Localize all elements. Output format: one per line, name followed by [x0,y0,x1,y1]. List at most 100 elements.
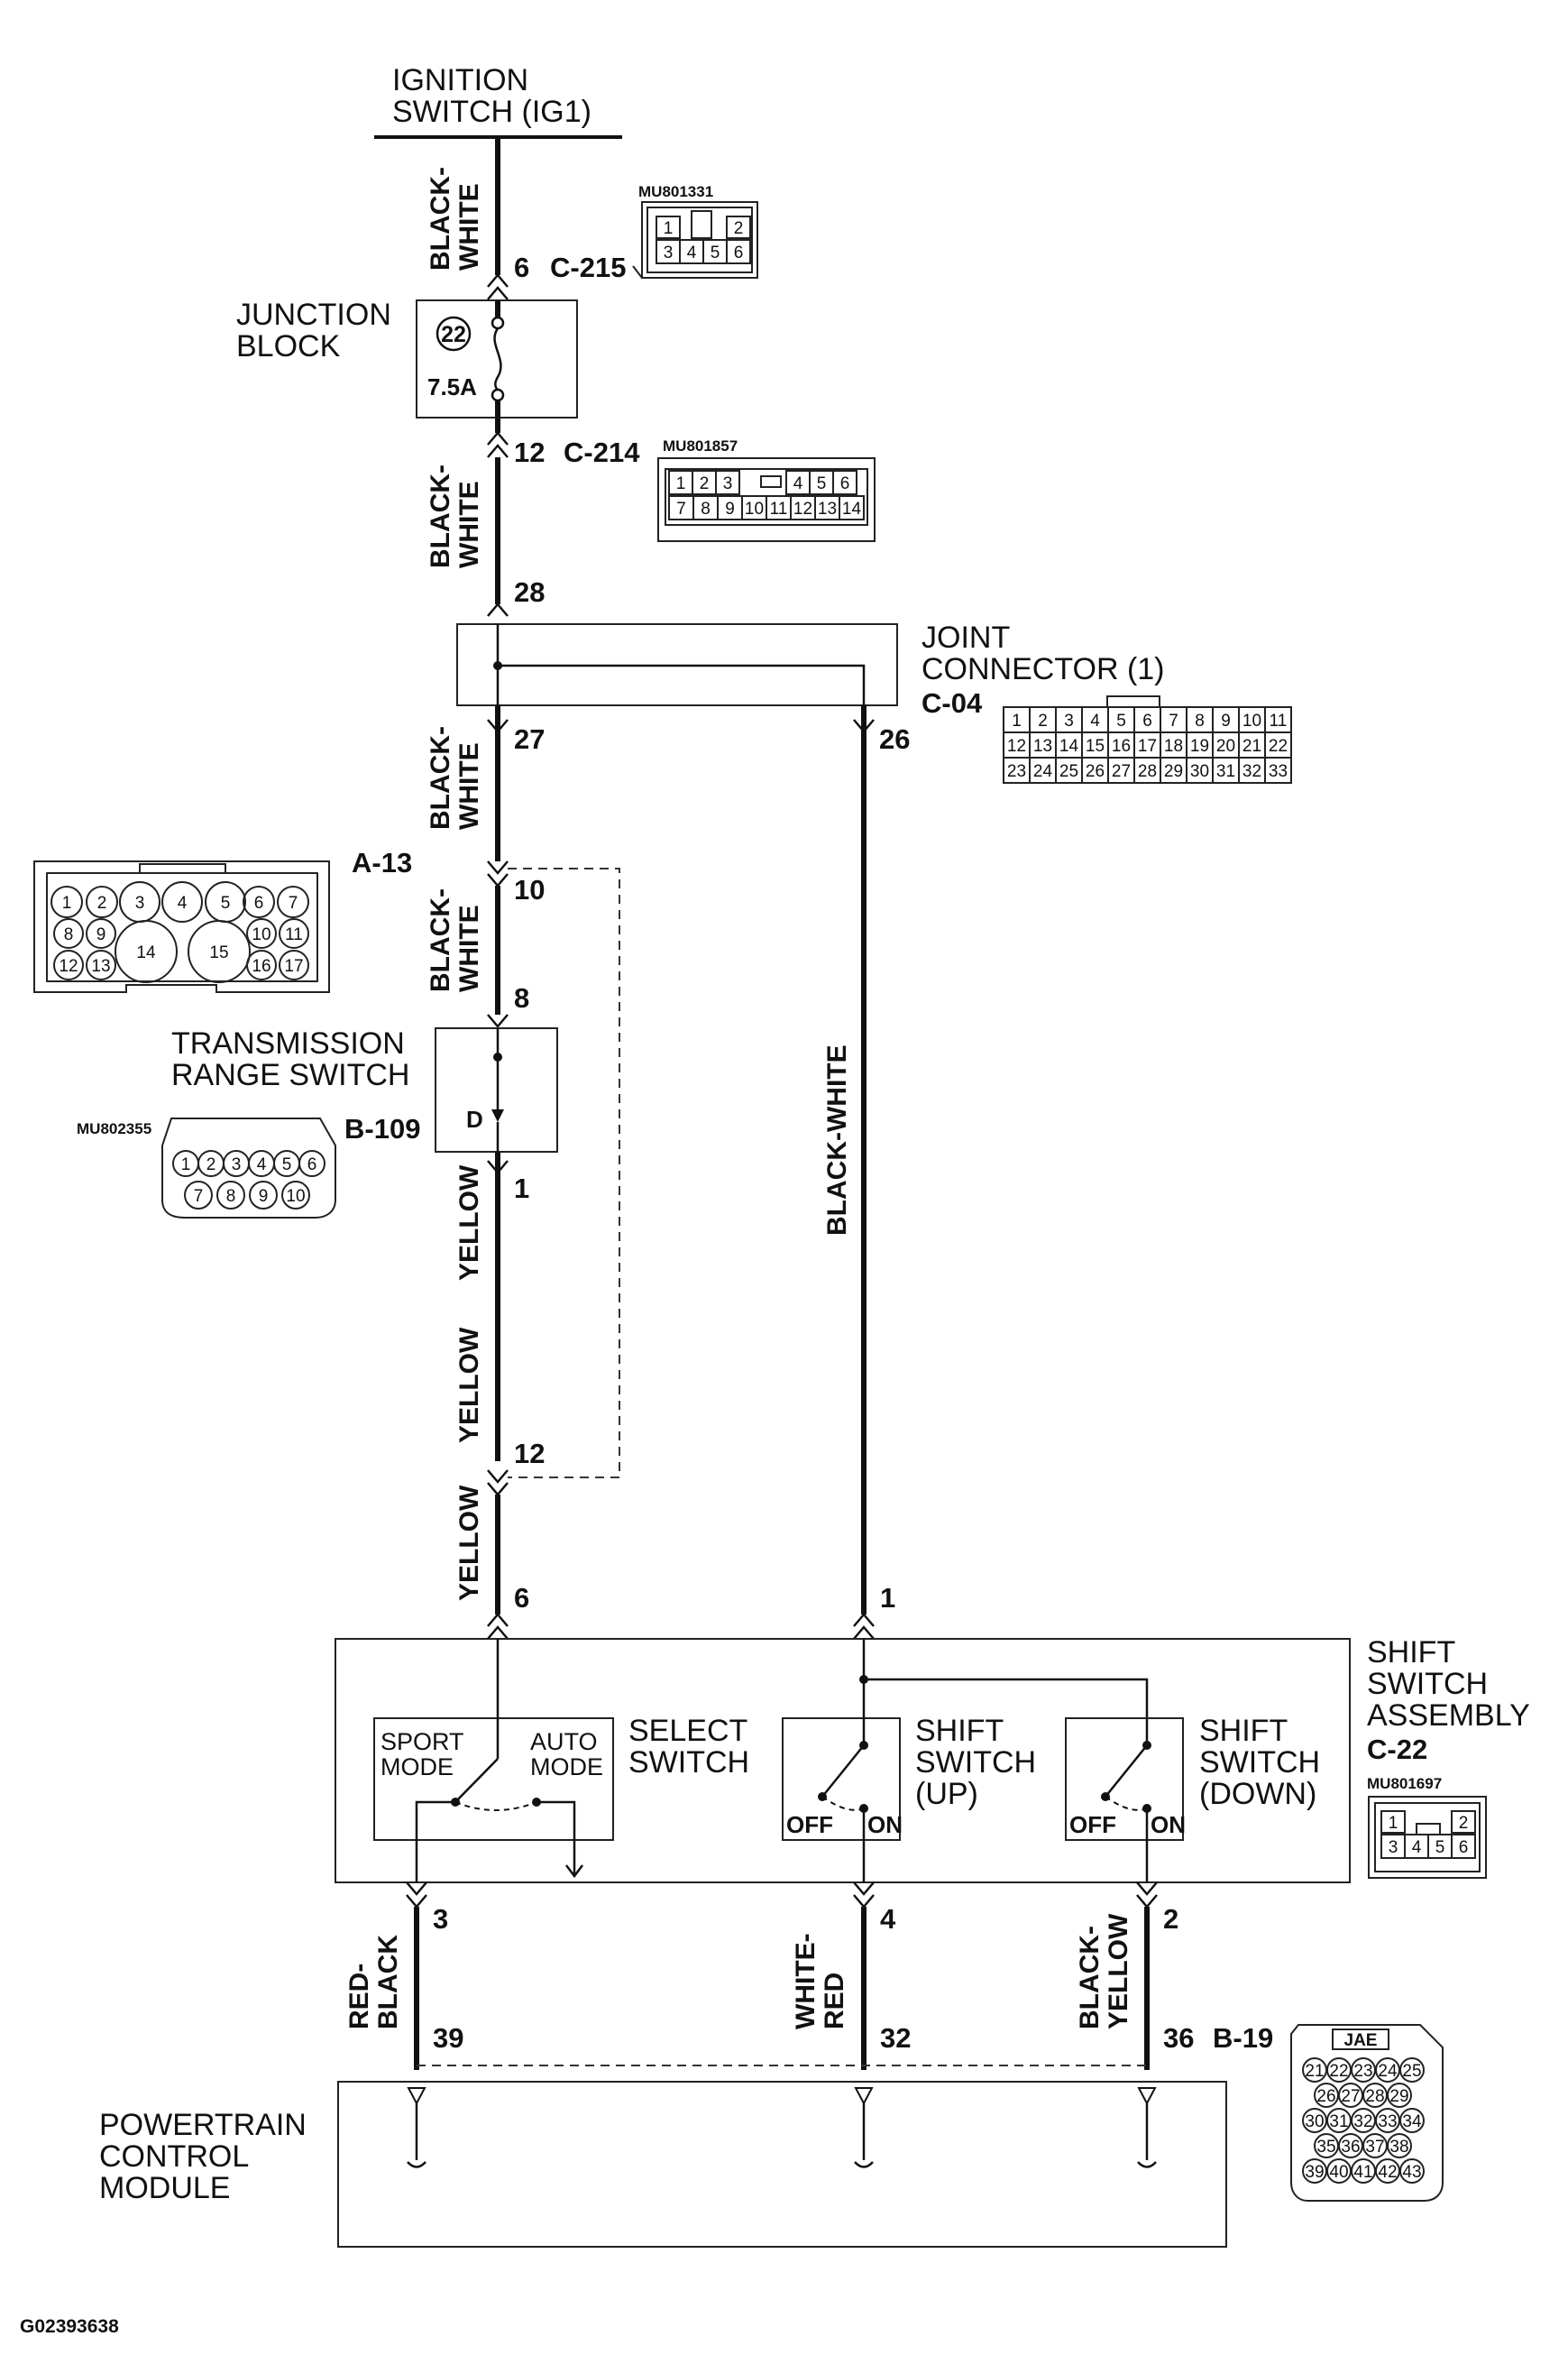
fuse-symbol: 22 7.5A [427,316,505,402]
shift-up-contacts: OFF ON [786,1639,903,1882]
select-switch-box [373,1717,614,1841]
a13-pin-8-label: 8 [64,925,74,944]
pin-c215-6: 6 [514,252,529,283]
trs-label-2: RANGE SWITCH [171,1058,409,1092]
a13-dashed-outline [508,868,620,1478]
a13-pin-15-label: 15 [209,943,228,962]
b109-pin-8-label: 8 [226,1187,236,1206]
shift-down-label-1: SHIFT [1199,1714,1288,1748]
a13-pin-1 [50,886,83,918]
c214-cell-14-label: 14 [842,500,862,519]
c04-cell-6-label: 6 [1142,712,1152,731]
pin-pcm-39: 39 [433,2022,463,2054]
b19-pin-24-label: 24 [1378,2062,1398,2081]
shift-down-on: ON [1151,1811,1186,1838]
b109-pin-7-label: 7 [194,1187,204,1206]
shift-down-contacts: OFF ON [1069,1741,1186,1882]
wire-color-rb-b: BLACK [373,1935,403,2029]
c214-cell-12-label: 12 [793,500,812,519]
b19-pin-43 [1399,2158,1425,2184]
wire-color-y3: YELLOW [454,1485,484,1601]
pin-pcm-32: 32 [880,2022,911,2054]
joint-internal-bus [496,624,866,705]
b19-pin-31-label: 31 [1329,2112,1348,2131]
c04-cell-18-label: 18 [1164,737,1183,756]
a13-pin-5-label: 5 [221,894,231,913]
shift-up-label-1: SHIFT [915,1714,1004,1748]
b109-pin-4-label: 4 [257,1155,267,1174]
a13-pin-14-label: 14 [136,943,156,962]
c215-cell-1: 1 [664,219,674,238]
connector-id-c214: C-214 [564,437,640,468]
part-number-c22: MU801697 [1367,1775,1442,1792]
b19-pin-41-label: 41 [1353,2163,1372,2182]
b19-pin-21-label: 21 [1305,2062,1324,2081]
pin-c214-12: 12 [514,437,545,468]
b109-pin-10 [281,1181,310,1210]
b109-pin-3-label: 3 [232,1155,242,1174]
c04-cell-2-label: 2 [1038,712,1048,731]
c214-cell-2-label: 2 [700,474,710,493]
c214-cell-4-label: 4 [793,474,803,493]
shift-down-off: OFF [1069,1811,1116,1838]
b19-pin-22-label: 22 [1329,2062,1348,2081]
c04-cell-26-label: 26 [1086,762,1105,781]
b19-pin-32-label: 32 [1353,2112,1372,2131]
b19-pin-38 [1387,2133,1412,2158]
wire-color-by-b: YELLOW [1104,1913,1133,2029]
c214-cell-11-label: 11 [770,500,788,519]
a13-pin-10-label: 10 [252,925,271,944]
wire-color-rb-a: RED- [344,1964,374,2029]
a13-pin-9 [86,918,116,949]
connector-mark-a13-10 [487,860,509,888]
wire-color-by-a: BLACK- [1075,1926,1105,2029]
connector-mark-c22-1 [853,1613,875,1640]
shift-up-label-2: SWITCH [915,1745,1036,1780]
wire-color-bw-2a: BLACK- [426,465,455,568]
shift-assembly-label-3: ASSEMBLY [1367,1698,1530,1733]
c214-cell-9-label: 9 [725,500,735,519]
pin-joint-28: 28 [514,576,545,608]
a13-pin-6-label: 6 [254,894,264,913]
c04-cell-33 [1264,757,1292,784]
b109-pin-2-label: 2 [206,1155,216,1174]
connector-mark-trs-8 [487,1014,509,1028]
c04-cell-3-label: 3 [1064,712,1074,731]
connector-face-c22: MU801697 1 2 3 4 5 6 [1367,1775,1487,1879]
a13-pin-13 [86,950,116,980]
pcm-label-1: POWERTRAIN [99,2108,307,2142]
c04-cell-22-label: 22 [1269,737,1288,756]
a13-pin-1-label: 1 [62,894,72,913]
c04-cell-27-label: 27 [1112,762,1131,781]
b19-pin-38-label: 38 [1389,2138,1408,2157]
b109-pin-1-label: 1 [181,1155,191,1174]
a13-pin-7-label: 7 [289,894,298,913]
pin-trs-1: 1 [514,1173,529,1204]
connector-id-c215: C-215 [550,252,626,283]
shift-assembly-label-2: SWITCH [1367,1667,1488,1701]
fuse-rating: 7.5A [427,373,477,400]
c215-cell-5: 5 [711,244,720,262]
fuse-number: 22 [441,322,466,347]
c04-cell-1-label: 1 [1012,712,1022,731]
c04-cell-16-label: 16 [1112,737,1131,756]
shift-up-off: OFF [786,1811,833,1838]
pin-joint-27: 27 [514,723,545,755]
trs-d-label: D [466,1106,483,1133]
connector-id-c04: C-04 [922,687,983,719]
b109-pin-10-label: 10 [286,1187,305,1206]
c22-cell-4: 4 [1412,1838,1422,1857]
b109-pin-9 [249,1181,278,1210]
joint-label-1: JOINT [922,621,1010,655]
ignition-label-1: IGNITION [392,63,528,97]
a13-pin-8 [53,918,84,949]
c04-cell-8-label: 8 [1195,712,1205,731]
wire-color-bw-1b: WHITE [454,183,484,271]
c04-cell-17-label: 17 [1138,737,1157,756]
c22-cell-1: 1 [1389,1814,1398,1833]
a13-pin-7 [277,886,309,918]
shift-up-label-3: (UP) [915,1777,978,1811]
a13-pin-11-label: 11 [285,925,303,944]
